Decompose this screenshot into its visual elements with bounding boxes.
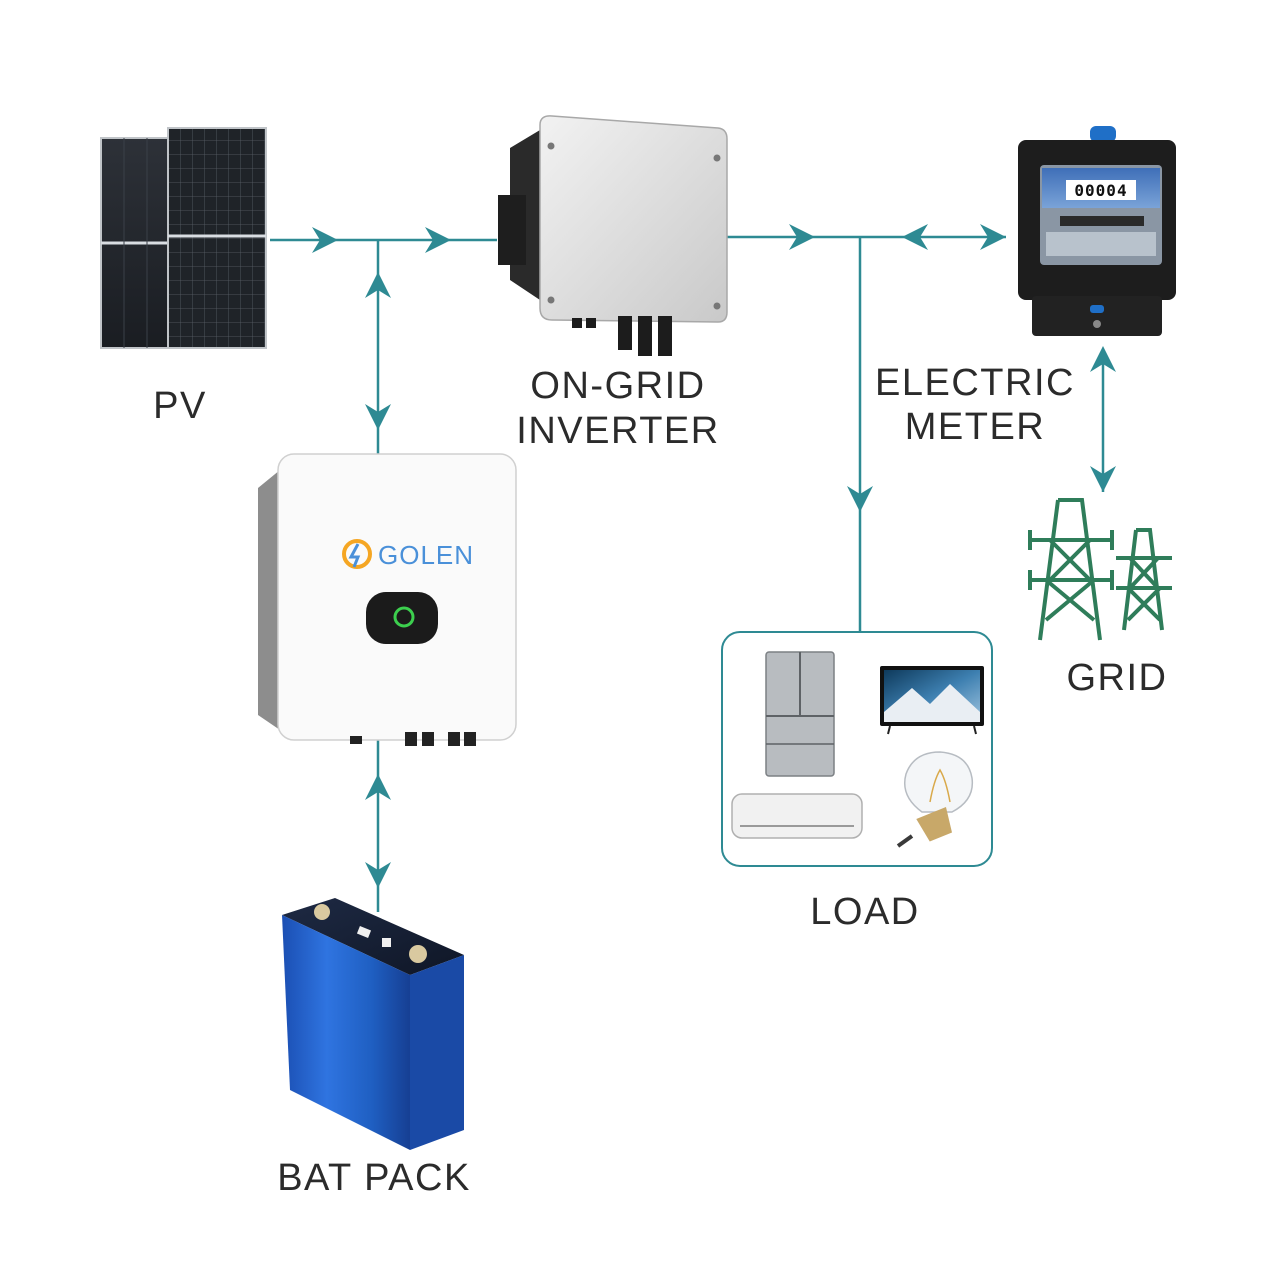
- electric-meter-icon: 00004: [1018, 126, 1176, 336]
- pv-label: PV: [153, 385, 207, 427]
- on-grid-inverter-icon: [498, 115, 728, 356]
- arrow-down-grid: [1090, 466, 1116, 492]
- flow-lines: [270, 224, 1116, 912]
- load-box: [721, 631, 993, 867]
- refrigerator-icon: [765, 651, 835, 777]
- television-icon: [880, 666, 984, 735]
- golen-logo: GOLEN: [342, 539, 474, 570]
- meter-label-line1: ELECTRIC: [875, 362, 1075, 404]
- grid-label: GRID: [1067, 657, 1168, 699]
- battery-label: BAT PACK: [277, 1157, 471, 1199]
- arrow-down-load: [847, 486, 873, 512]
- arrow-right-1: [312, 227, 338, 253]
- load-label: LOAD: [810, 891, 919, 933]
- arrow-up-grid: [1090, 346, 1116, 372]
- brand-name: GOLEN: [378, 540, 474, 570]
- light-bulb-icon: [896, 751, 974, 848]
- arrow-down-battery: [365, 862, 391, 888]
- pv-panels-icon: [100, 127, 267, 349]
- arrow-right-inverter-out: [789, 224, 815, 250]
- inverter-label-line2: INVERTER: [516, 410, 719, 452]
- meter-label-line2: METER: [905, 406, 1046, 448]
- arrow-right-meter: [980, 224, 1006, 250]
- arrow-right-2: [425, 227, 451, 253]
- arrow-down-battery-inverter: [365, 404, 391, 430]
- arrow-up-battery: [365, 774, 391, 800]
- air-conditioner-icon: [731, 793, 863, 839]
- battery-pack-icon: [282, 898, 464, 1150]
- arrow-up-battery-inverter: [365, 272, 391, 298]
- meter-reading: 00004: [1074, 181, 1127, 200]
- arrow-left-meter: [902, 224, 928, 250]
- grid-towers-icon: [1028, 498, 1172, 641]
- inverter-label-line1: ON-GRID: [530, 365, 705, 407]
- hybrid-inverter-icon: GOLEN: [258, 453, 517, 746]
